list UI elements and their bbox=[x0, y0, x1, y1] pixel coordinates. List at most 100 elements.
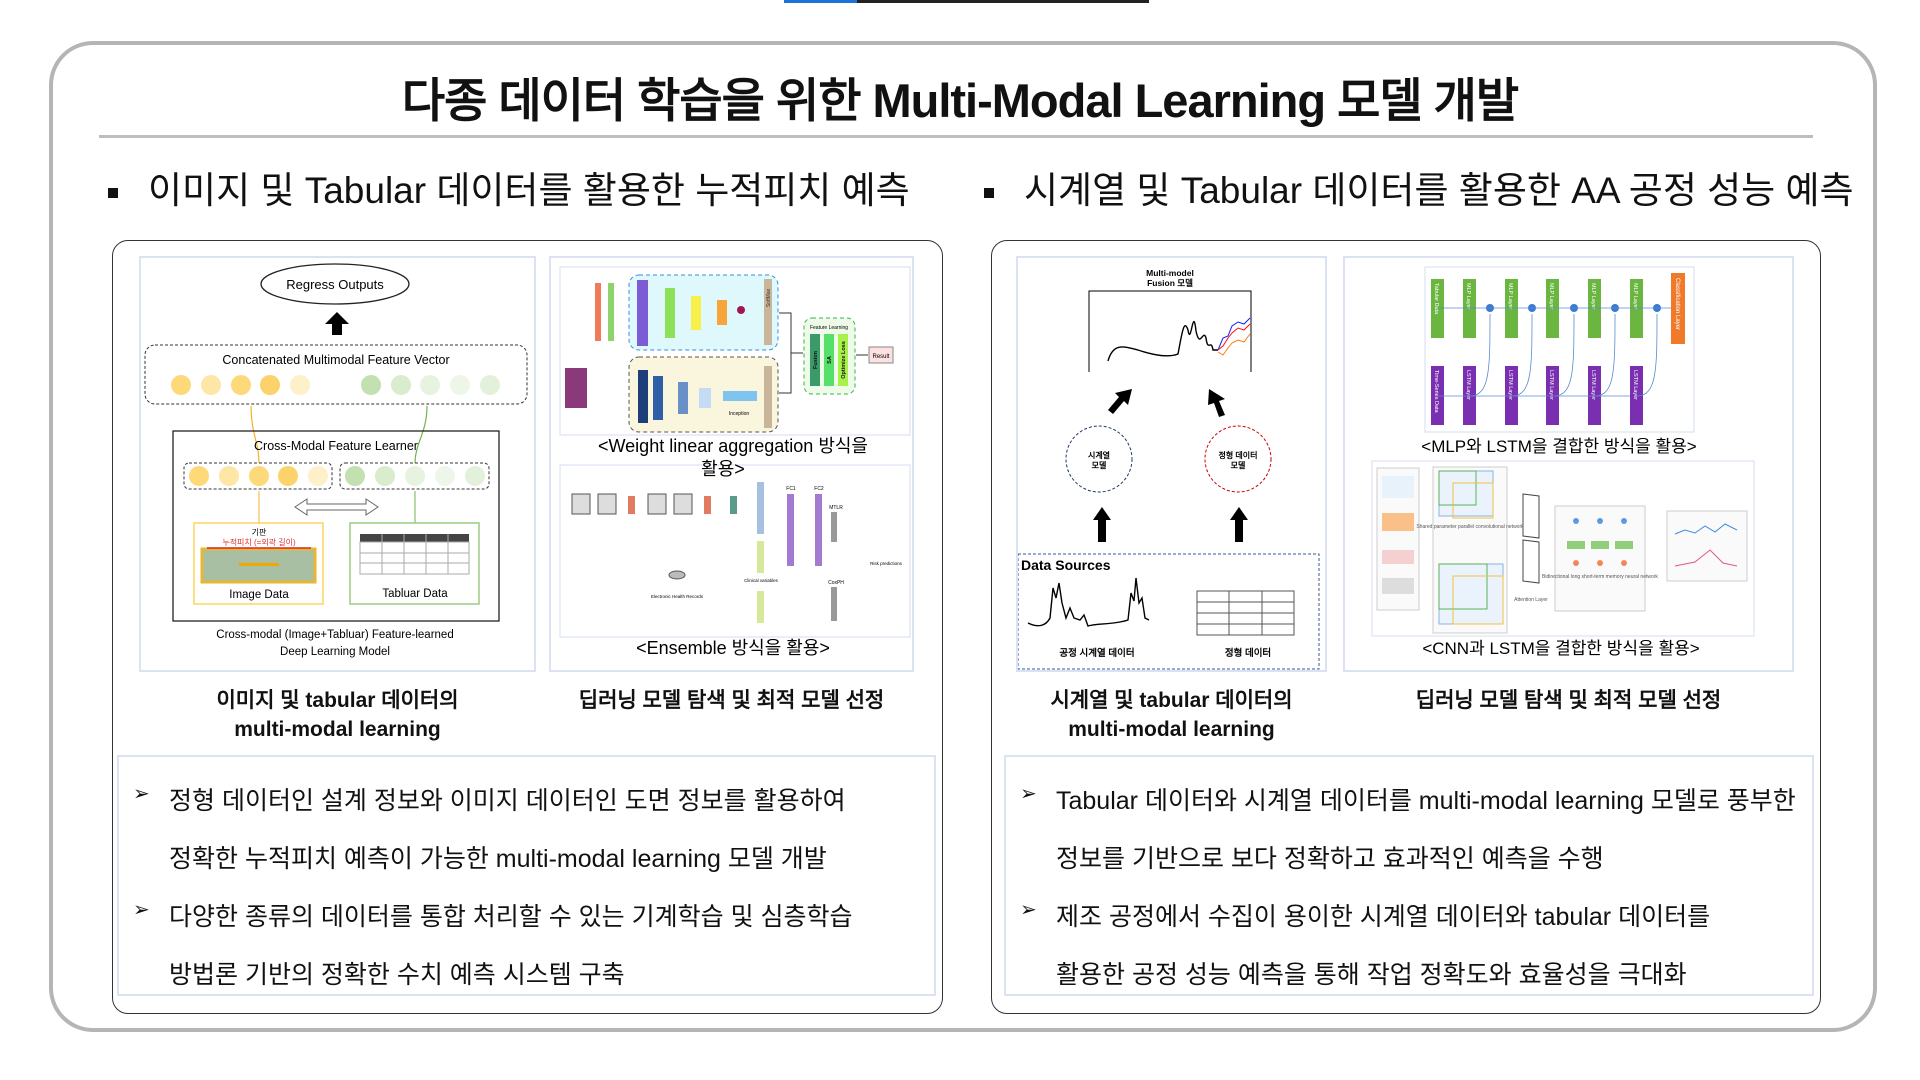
timeseries-sparkline bbox=[1027, 577, 1150, 627]
attention-layer-block bbox=[1522, 539, 1540, 584]
model-search-diagram: SoftMax Inception Feature Learning Fusio… bbox=[549, 256, 914, 672]
fusion-label: Fusion bbox=[813, 350, 819, 369]
lstm-block bbox=[1546, 366, 1559, 425]
left-section-heading: 이미지 및 Tabular 데이터를 활용한 누적피치 예측 bbox=[108, 160, 910, 214]
timeseries-data-label: Time-Series Data bbox=[1433, 370, 1439, 414]
concat-tabular-features bbox=[361, 375, 500, 395]
square-bullet-icon bbox=[108, 188, 118, 199]
coxph-layer bbox=[831, 587, 837, 621]
right-caption-b: 딥러닝 모델 탐색 및 최적 모델 선정 bbox=[1343, 686, 1794, 715]
layer-block bbox=[691, 296, 701, 330]
softmax-block bbox=[764, 279, 772, 345]
clinical-variables-1 bbox=[757, 541, 764, 573]
fc2-label: FC2 bbox=[814, 486, 824, 492]
bilstm-cells bbox=[1567, 518, 1633, 566]
caption-line: 딥러닝 모델 탐색 및 최적 모델 선정 bbox=[1415, 689, 1722, 712]
lstm-skip-connection bbox=[1594, 313, 1616, 397]
feature-maps bbox=[757, 482, 764, 534]
result-box bbox=[868, 346, 894, 364]
database-icon bbox=[668, 570, 686, 580]
timeseries-model-label: 모델 bbox=[1092, 460, 1107, 470]
bullet-text: 방법론 기반의 정확한 수치 예측 시스템 구축 bbox=[169, 961, 625, 989]
fc1-layer bbox=[787, 494, 794, 566]
caption-line: multi-modal learning bbox=[1068, 718, 1275, 741]
gene-network-box bbox=[628, 274, 779, 351]
fusion-title-line2: Fusion 모델 bbox=[1147, 278, 1193, 288]
ehr-label: Electronic Health Records bbox=[651, 594, 704, 599]
ensemble-figure bbox=[559, 464, 911, 638]
fc2-layer bbox=[815, 494, 822, 566]
tabular-model-label: 모델 bbox=[1231, 460, 1246, 470]
cross-modal-svg: Regress Outputs Concatenated Multimodal … bbox=[144, 263, 528, 658]
up-arrow-icon bbox=[1093, 507, 1111, 542]
lstm-layer-label: LSTM Layer bbox=[1548, 370, 1554, 400]
arrow-bullet-icon: ➢ bbox=[1020, 899, 1037, 921]
forecast-line-orange bbox=[1217, 333, 1251, 356]
lstm-block bbox=[1630, 366, 1643, 425]
coxph-label: CoxPH bbox=[828, 580, 844, 586]
lstm-layer-label: LSTM Layer bbox=[1507, 370, 1513, 400]
right-heading-text: 시계열 및 Tabular 데이터를 활용한 AA 공정 성능 예측 bbox=[1024, 170, 1854, 211]
lstm-block bbox=[1463, 366, 1476, 425]
clinical-variables-2 bbox=[757, 591, 764, 623]
image-feature-arrow bbox=[250, 405, 260, 464]
page-title: 다종 데이터 학습을 위한 Multi-Modal Learning 모델 개발 bbox=[401, 74, 1519, 127]
lstm-skip-connection bbox=[1511, 313, 1533, 397]
output-node bbox=[737, 306, 745, 314]
image-feature-box bbox=[183, 462, 333, 490]
lstm-skip-connection bbox=[1553, 313, 1575, 397]
classification-layer-label: Classification Layer bbox=[1674, 278, 1680, 330]
image-data-label: Image Data bbox=[229, 589, 289, 601]
left-heading-text: 이미지 및 Tabular 데이터를 활용한 누적피치 예측 bbox=[148, 170, 910, 211]
clinical-label: Clinical variables bbox=[744, 578, 779, 583]
inception-label: Inception bbox=[729, 411, 750, 417]
mlp-block bbox=[1546, 279, 1559, 338]
result-label: Result bbox=[872, 354, 889, 360]
slide-frame bbox=[49, 41, 1877, 1032]
pitch-label: 누적피치 (=외곽 길이) bbox=[222, 537, 296, 547]
bullet-text: Tabular 데이터와 시계열 데이터를 multi-modal learni… bbox=[1056, 787, 1796, 815]
merge-connector bbox=[779, 312, 803, 394]
lstm-block bbox=[1431, 366, 1444, 425]
bullet-text: 활용한 공정 성능 예측을 통해 작업 정확도와 효율성을 극대화 bbox=[1056, 961, 1687, 989]
layer-block bbox=[637, 280, 648, 346]
left-panel bbox=[112, 240, 943, 1014]
right-section-heading: 시계열 및 Tabular 데이터를 활용한 AA 공정 성능 예측 bbox=[984, 160, 1854, 214]
optimize-loss-block bbox=[838, 334, 848, 386]
fusion-title-line1: Multi-model bbox=[1146, 268, 1194, 278]
arrow-bullet-icon: ➢ bbox=[133, 899, 150, 921]
mlp-block bbox=[1630, 279, 1643, 338]
model-caption-line1: Cross-modal (Image+Tabluar) Feature-lear… bbox=[216, 629, 453, 641]
concat-vector-box bbox=[144, 344, 528, 405]
table-grid bbox=[359, 534, 470, 575]
lstm-layer-label: LSTM Layer bbox=[1465, 370, 1471, 400]
tabular-data-label: Tabluar Data bbox=[382, 588, 448, 600]
caption-line: 딥러닝 모델 탐색 및 최적 모델 선정 bbox=[578, 689, 885, 712]
bullet-text: 정보를 기반으로 보다 정확하고 효과적인 예측을 수행 bbox=[1056, 845, 1604, 873]
ensemble-caption: <Ensemble 방식을 활용> bbox=[636, 638, 830, 658]
fc1-label: FC1 bbox=[786, 486, 796, 492]
feature-learning-label: Feature Learning bbox=[810, 325, 848, 331]
optimize-loss-label: Optimize Loss bbox=[841, 341, 847, 379]
mlp-block bbox=[1431, 279, 1444, 338]
right-summary-box: ➢ Tabular 데이터와 시계열 데이터를 multi-modal learn… bbox=[1004, 755, 1814, 996]
cross-modal-learner-box bbox=[172, 430, 500, 622]
tabular-data-label: 정형 데이터 bbox=[1225, 647, 1271, 659]
history-line bbox=[1107, 321, 1218, 362]
layer-block bbox=[717, 300, 727, 325]
forecast-line-red bbox=[1217, 323, 1251, 351]
prediction-line bbox=[1674, 523, 1738, 535]
image-feature-circles bbox=[189, 466, 328, 486]
timeseries-model-label: 시계열 bbox=[1088, 450, 1110, 460]
arrow-bullet-icon: ➢ bbox=[133, 783, 150, 805]
bullet-text: 정형 데이터인 설계 정보와 이미지 데이터인 도면 정보를 활용하여 bbox=[169, 787, 846, 815]
mlp-block bbox=[1463, 279, 1476, 338]
substrate-feature bbox=[239, 563, 279, 566]
tabular-feature-arrow bbox=[414, 405, 428, 464]
lstm-block bbox=[1588, 366, 1601, 425]
concat-vector-label: Concatenated Multimodal Feature Vector bbox=[222, 353, 449, 367]
risk-predictions-label: Risk predictions bbox=[870, 561, 903, 566]
cnn-kernels bbox=[1438, 470, 1504, 625]
